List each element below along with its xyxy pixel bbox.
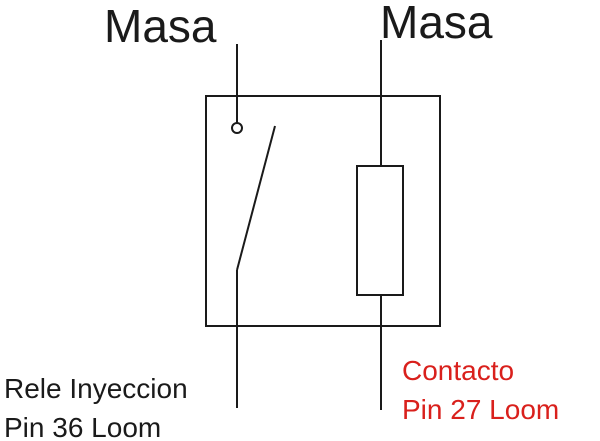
rele-pin-label: Pin 36 Loom: [4, 412, 161, 441]
switch-contact-terminal: [231, 122, 243, 134]
ground-label-right: Masa: [380, 0, 493, 48]
switch-blade: [236, 125, 276, 271]
relay-coil: [356, 165, 404, 296]
rele-inyeccion-label: Rele Inyeccion: [4, 373, 188, 404]
contacto-label: Contacto: [402, 355, 514, 386]
relay-housing: [205, 95, 441, 327]
contacto-pin-label: Pin 27 Loom: [402, 394, 559, 425]
ground-label-left: Masa: [104, 0, 217, 52]
